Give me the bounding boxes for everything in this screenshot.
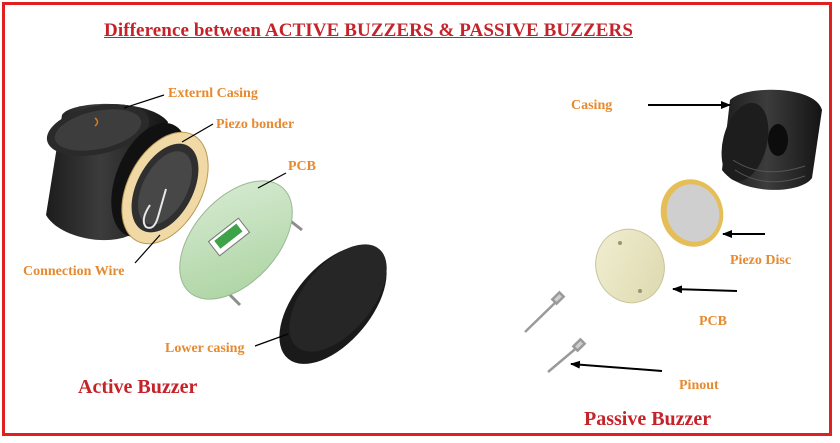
label-piezo-disc: Piezo Disc: [730, 253, 791, 269]
label-lower-casing: Lower casing: [165, 341, 244, 357]
active-lower-casing: [259, 227, 407, 383]
passive-piezo-disc: [652, 171, 732, 255]
label-pinout: Pinout: [679, 378, 719, 394]
label-passive-pcb: PCB: [699, 314, 727, 330]
label-casing: Casing: [571, 98, 612, 114]
passive-pcb: [586, 220, 674, 311]
label-piezo-bonder: Piezo bonder: [216, 117, 294, 133]
label-active-pcb: PCB: [288, 159, 316, 175]
passive-pinout: [525, 292, 585, 372]
label-connection-wire: Connection Wire: [23, 264, 125, 280]
passive-casing: [714, 90, 822, 190]
caption-active-buzzer: Active Buzzer: [78, 376, 197, 399]
label-external-casing: Externl Casing: [168, 86, 258, 102]
caption-passive-buzzer: Passive Buzzer: [584, 408, 711, 431]
